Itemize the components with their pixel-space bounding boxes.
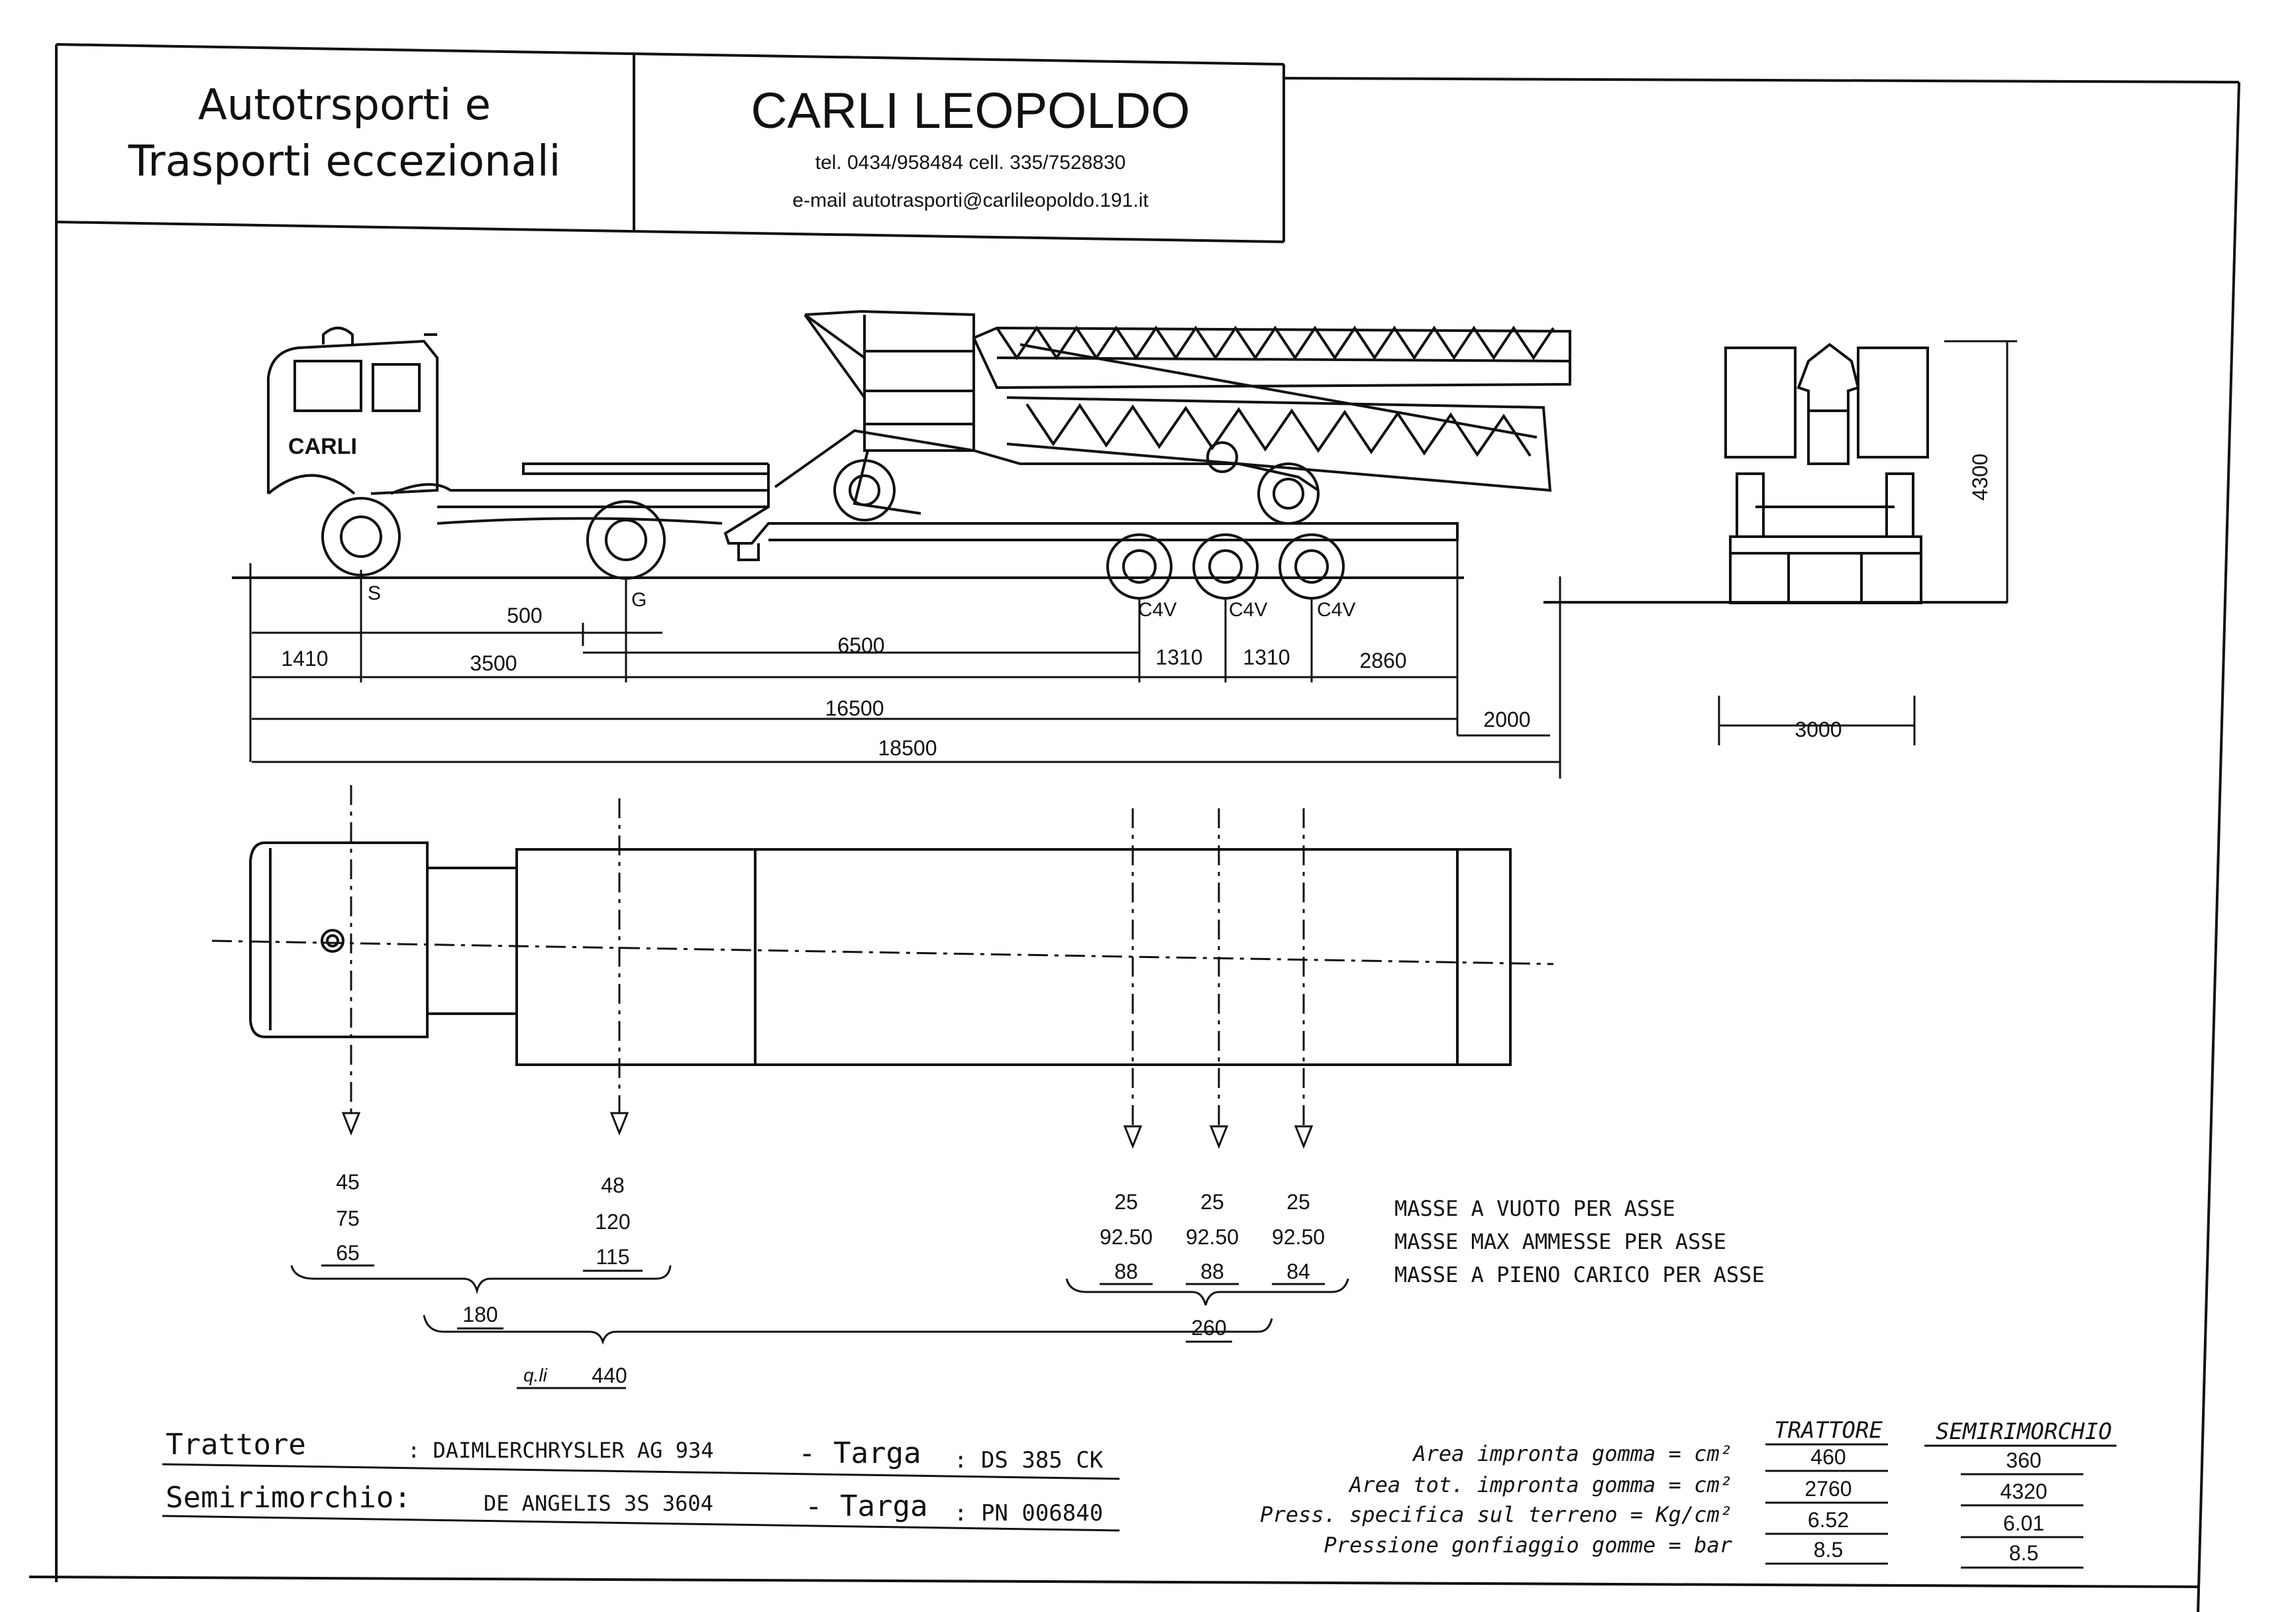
mass-front-total: 180 — [462, 1303, 497, 1326]
mass-axle5-max: 92.50 — [1272, 1225, 1325, 1249]
mass-legend-max: MASSE MAX AMMESSE PER ASSE — [1394, 1229, 1726, 1254]
mass-rear-total: 260 — [1191, 1316, 1226, 1340]
tyre-row3-trailer: 6.01 — [2003, 1511, 2044, 1535]
mass-legend-full: MASSE A PIENO CARICO PER ASSE — [1394, 1262, 1765, 1287]
dim-3500: 3500 — [470, 651, 517, 675]
tyre-table: TRATTORE SEMIRIMORCHIO Area impronta gom… — [1260, 1417, 2112, 1558]
mass-axle1-empty: 45 — [336, 1170, 360, 1194]
mass-axle2-max: 120 — [595, 1210, 630, 1234]
truck-front-view — [1724, 343, 1929, 604]
tyre-row3-label: Press. specifica sul terreno = Kg/cm² — [1260, 1502, 1732, 1527]
plan-center-axis — [211, 785, 1554, 1126]
dim-width: 3000 — [1795, 718, 1842, 741]
company-email: e-mail autotrasporti@carlileopoldo.191.i… — [792, 189, 1149, 211]
tyre-row4-trailer: 8.5 — [2009, 1541, 2038, 1565]
dim-height: 4300 — [1968, 453, 1992, 500]
company-phone: tel. 0434/958484 cell. 335/7528830 — [815, 152, 1126, 174]
mass-axle2-full: 115 — [596, 1245, 629, 1269]
axle-label-c3: C4V — [1317, 599, 1355, 621]
dim-6500: 6500 — [837, 633, 884, 657]
tyre-row2-tractor: 2760 — [1804, 1477, 1852, 1501]
axle-label-c2: C4V — [1229, 599, 1267, 621]
tyre-row2-label: Area tot. impronta gomma = cm² — [1348, 1472, 1732, 1497]
dim-1310-a: 1310 — [1155, 645, 1202, 669]
tyre-row4-label: Pressione gonfiaggio gomme = bar — [1324, 1532, 1733, 1558]
load-arrows — [341, 1112, 1314, 1150]
trailer-plate: : PN 006840 — [954, 1500, 1103, 1527]
mass-axle5-empty: 25 — [1286, 1190, 1310, 1214]
mass-grand-total: 440 — [592, 1364, 627, 1387]
trailer-label: Semirimorchio: — [166, 1481, 411, 1515]
tyre-row1-trailer: 360 — [2006, 1448, 2041, 1472]
col-tractor: TRATTORE — [1774, 1417, 1883, 1444]
mass-axle1-max: 75 — [336, 1207, 360, 1230]
company-name: CARLI LEOPOLDO — [751, 83, 1190, 139]
tyre-row3-tractor: 6.52 — [1808, 1508, 1849, 1532]
mass-legend-empty: MASSE A VUOTO PER ASSE — [1394, 1196, 1675, 1221]
axle-masses: 45 75 65 48 120 115 25 92.50 88 25 92.50… — [336, 1170, 1325, 1387]
header-left-line1: Autotrsporti e — [198, 81, 491, 130]
dim-16500: 16500 — [825, 696, 884, 720]
tyre-table-values: 460 2760 6.52 8.5 360 4320 6.01 8.5 — [1804, 1445, 2047, 1565]
tractor-model: : DAIMLERCHRYSLER AG 934 — [407, 1438, 713, 1463]
dim-2860: 2860 — [1359, 649, 1406, 672]
tractor-plate: : DS 385 CK — [954, 1447, 1104, 1474]
sheet-frame — [28, 43, 2240, 1612]
col-trailer: SEMIRIMORCHIO — [1936, 1419, 2112, 1445]
tractor-plate-label: - Targa — [798, 1436, 921, 1470]
mass-axle1-full: 65 — [336, 1241, 360, 1265]
vehicle-info: Trattore : DAIMLERCHRYSLER AG 934 - Targ… — [166, 1428, 1104, 1527]
tyre-row2-trailer: 4320 — [2000, 1479, 2047, 1503]
header-left-line2: Trasporti eccezionali — [128, 137, 561, 186]
mass-axle2-empty: 48 — [601, 1173, 625, 1197]
mass-axle4-max: 92.50 — [1186, 1225, 1239, 1249]
mass-axle3-empty: 25 — [1114, 1190, 1138, 1214]
dimension-lines — [249, 340, 2017, 779]
truck-side-view — [232, 309, 2007, 604]
mass-axle4-full: 88 — [1200, 1260, 1224, 1283]
tyre-row1-label: Area impronta gomma = cm² — [1412, 1441, 1732, 1466]
mass-underlines-braces — [290, 1264, 1349, 1389]
trailer-plate-label: - Targa — [805, 1489, 927, 1523]
axle-label-c1: C4V — [1138, 599, 1176, 621]
mass-legend: MASSE A VUOTO PER ASSE MASSE MAX AMMESSE… — [1394, 1196, 1765, 1287]
axle-label-s: S — [368, 582, 381, 604]
cab-logo: CARLI — [288, 434, 357, 459]
dim-500: 500 — [507, 604, 542, 627]
vehicle-info-lines — [162, 1463, 1120, 1532]
mass-axle5-full: 84 — [1286, 1260, 1310, 1283]
dimension-values: 500 6500 1410 3500 1310 1310 2860 16500 … — [281, 453, 1992, 760]
mass-axle4-empty: 25 — [1200, 1190, 1224, 1214]
truck-plan-view — [249, 841, 1512, 1066]
trailer-model: DE ANGELIS 3S 3604 — [484, 1491, 713, 1516]
dim-18500: 18500 — [878, 736, 937, 760]
dim-2000: 2000 — [1483, 708, 1530, 731]
tyre-table-lines — [1765, 1443, 2116, 1569]
mass-axle3-max: 92.50 — [1100, 1225, 1153, 1249]
tyre-row4-tractor: 8.5 — [1814, 1538, 1843, 1562]
axle-label-g: G — [631, 589, 647, 611]
dim-1410: 1410 — [281, 647, 328, 671]
tyre-row1-tractor: 460 — [1810, 1445, 1846, 1469]
mass-grand-unit: q.li — [523, 1365, 548, 1385]
tractor-label: Trattore — [166, 1428, 306, 1462]
mass-axle3-full: 88 — [1114, 1260, 1138, 1283]
dim-1310-b: 1310 — [1243, 645, 1290, 669]
